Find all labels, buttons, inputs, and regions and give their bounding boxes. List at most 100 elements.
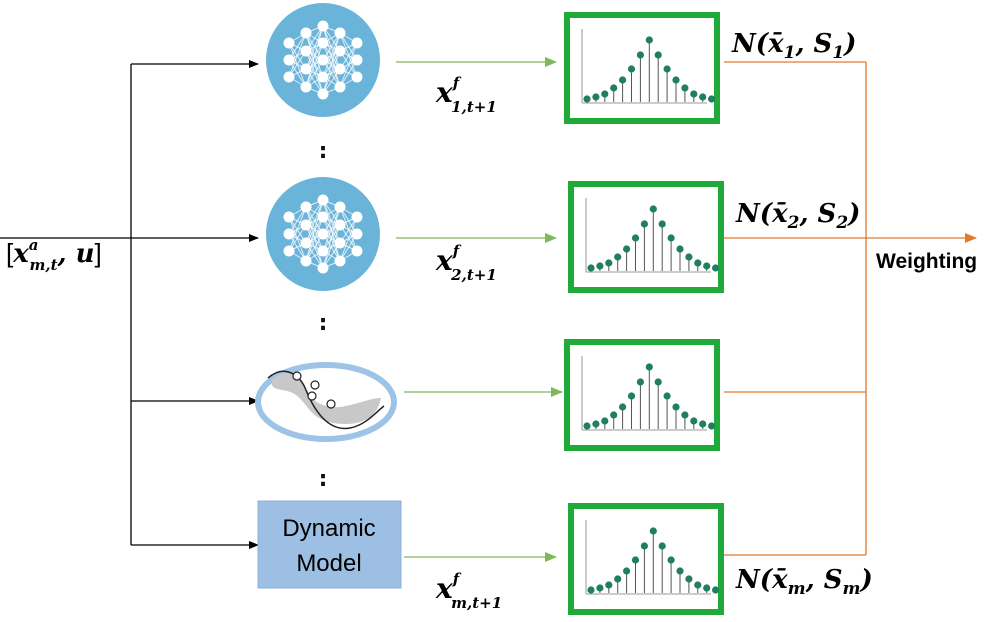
stem-dot: [649, 527, 657, 535]
stem-dot: [699, 420, 707, 428]
forecast-arrows: [396, 57, 563, 562]
nn-node: [317, 262, 329, 274]
nn-node: [317, 37, 329, 49]
nn-edge: [305, 25, 324, 88]
nn-node: [283, 245, 295, 257]
nn-node: [317, 194, 329, 206]
gp-sample-point: [310, 380, 320, 390]
nn-node: [300, 219, 312, 231]
stem-dot: [703, 584, 711, 592]
nn-node: [300, 45, 312, 57]
nn-edge: [339, 216, 358, 262]
nn-node: [351, 37, 363, 49]
nn-node: [351, 54, 363, 66]
stem-dot: [708, 422, 716, 430]
stem-dot: [649, 205, 657, 213]
distribution-panel-2: [568, 181, 724, 293]
stem-dot: [663, 392, 671, 400]
stem-dot: [694, 259, 702, 267]
nn-node: [317, 88, 329, 100]
stem-dot: [712, 264, 720, 272]
stem-dot: [667, 234, 675, 242]
nn-node: [334, 255, 346, 267]
nn-edge: [288, 206, 307, 252]
stem-dot: [658, 220, 666, 228]
green-frame: [564, 12, 720, 124]
dynamic-model: Dynamic Model: [257, 500, 402, 589]
nn-node: [283, 211, 295, 223]
gp-mean-curve: [267, 370, 385, 430]
stem-dot: [640, 220, 648, 228]
dynamic-model-box: [257, 500, 402, 589]
nn-edge: [305, 42, 324, 88]
stem-dot: [699, 93, 707, 101]
stem-dot: [690, 417, 698, 425]
nn-node: [283, 37, 295, 49]
stem-dot: [631, 234, 640, 242]
nn-edge: [339, 42, 358, 88]
stem-dot: [619, 76, 627, 84]
distribution-panel-m: [568, 503, 724, 615]
nn-node: [300, 237, 312, 249]
distribution-label-2: N(x̄2, S2): [735, 199, 860, 233]
nn-node: [317, 228, 329, 240]
stem-dot: [583, 422, 591, 430]
nn-node: [283, 54, 295, 66]
stem-dot: [601, 417, 609, 425]
gp-sample-point: [326, 399, 336, 409]
dynamic-model-line2: Model: [296, 550, 361, 577]
nn-node: [317, 211, 329, 223]
stem-dot: [619, 403, 627, 411]
nn-node: [351, 211, 363, 223]
nn-edge: [322, 206, 341, 269]
stem-dot: [703, 262, 711, 270]
stem-dot: [676, 245, 684, 253]
stem-dot: [627, 65, 636, 73]
stem-dot: [681, 411, 689, 419]
nn-node: [334, 81, 346, 93]
nn-node: [300, 63, 312, 75]
stem-dot: [605, 581, 613, 589]
nn-edge: [305, 25, 324, 70]
stem-dot: [587, 264, 595, 272]
stem-dot: [681, 84, 689, 92]
stem-dot: [685, 253, 693, 261]
gp-sample-point: [307, 391, 317, 401]
nn-edge: [288, 32, 307, 78]
stem-dot: [672, 76, 680, 84]
nn-edge: [322, 224, 341, 269]
stem-dot: [596, 262, 604, 270]
nn-edge: [322, 50, 341, 95]
green-frame: [568, 503, 724, 615]
stem-dot: [587, 586, 595, 594]
stem-dot: [708, 95, 716, 103]
stem-dot: [658, 542, 666, 550]
nn-node: [300, 255, 312, 267]
ellipsis-3: :: [319, 467, 328, 492]
stem-dot: [685, 575, 693, 583]
nn-edge: [305, 199, 324, 244]
stem-dot: [605, 259, 613, 267]
stem-dot: [640, 542, 648, 550]
neural-network-2: [266, 177, 380, 291]
dynamic-model-line1: Dynamic: [282, 515, 375, 542]
stem-dot: [712, 586, 720, 594]
stem-dot: [623, 567, 631, 575]
stem-dot: [654, 378, 662, 386]
stem-dot: [636, 51, 644, 59]
stem-dot: [636, 378, 644, 386]
green-frame: [564, 339, 720, 451]
stem-dot: [627, 392, 636, 400]
nn-edge: [322, 32, 341, 95]
ellipsis-1: :: [319, 139, 328, 164]
nn-node: [334, 237, 346, 249]
nn-node: [317, 20, 329, 32]
gaussian-process-model: [255, 362, 397, 442]
nn-edge: [322, 32, 341, 78]
stem-dot: [614, 575, 622, 583]
nn-node: [351, 245, 363, 257]
